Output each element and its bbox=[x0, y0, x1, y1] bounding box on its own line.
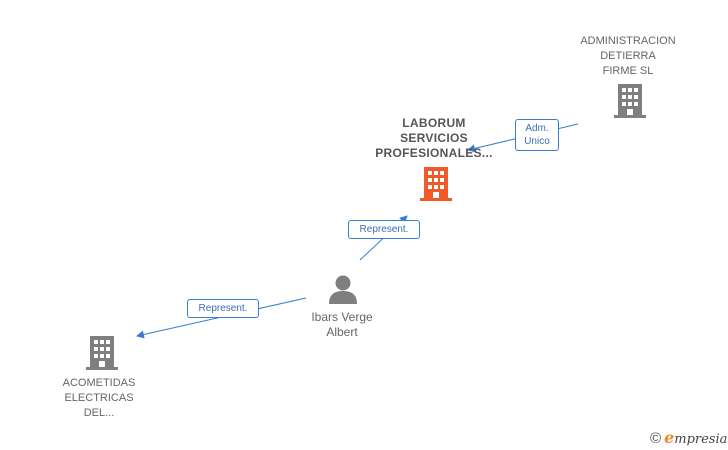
node-acometidas-label[interactable]: ACOMETIDAS ELECTRICAS DEL... bbox=[62, 377, 136, 419]
building-icon[interactable] bbox=[86, 336, 118, 370]
node-laborum-label[interactable]: LABORUM SERVICIOS PROFESIONALES... bbox=[375, 116, 493, 160]
empresia-logo[interactable]: ©empresia bbox=[650, 428, 727, 447]
person-icon[interactable] bbox=[328, 274, 358, 304]
node-admin-label[interactable]: ADMINISTRACION DETIERRA FIRME SL bbox=[580, 35, 676, 77]
brand-name: mpresia bbox=[674, 432, 728, 447]
edge-label-represent-2[interactable]: Represent. bbox=[187, 299, 259, 318]
edge-label-represent-1[interactable]: Represent. bbox=[348, 220, 420, 239]
building-icon[interactable] bbox=[420, 167, 452, 201]
brand-letter: e bbox=[664, 428, 675, 447]
node-person-label[interactable]: Ibars Verge Albert bbox=[311, 310, 373, 339]
edge-label-adm-unico[interactable]: Adm. Unico bbox=[515, 119, 559, 151]
building-icon[interactable] bbox=[614, 84, 646, 118]
copyright-icon: © bbox=[650, 430, 662, 447]
